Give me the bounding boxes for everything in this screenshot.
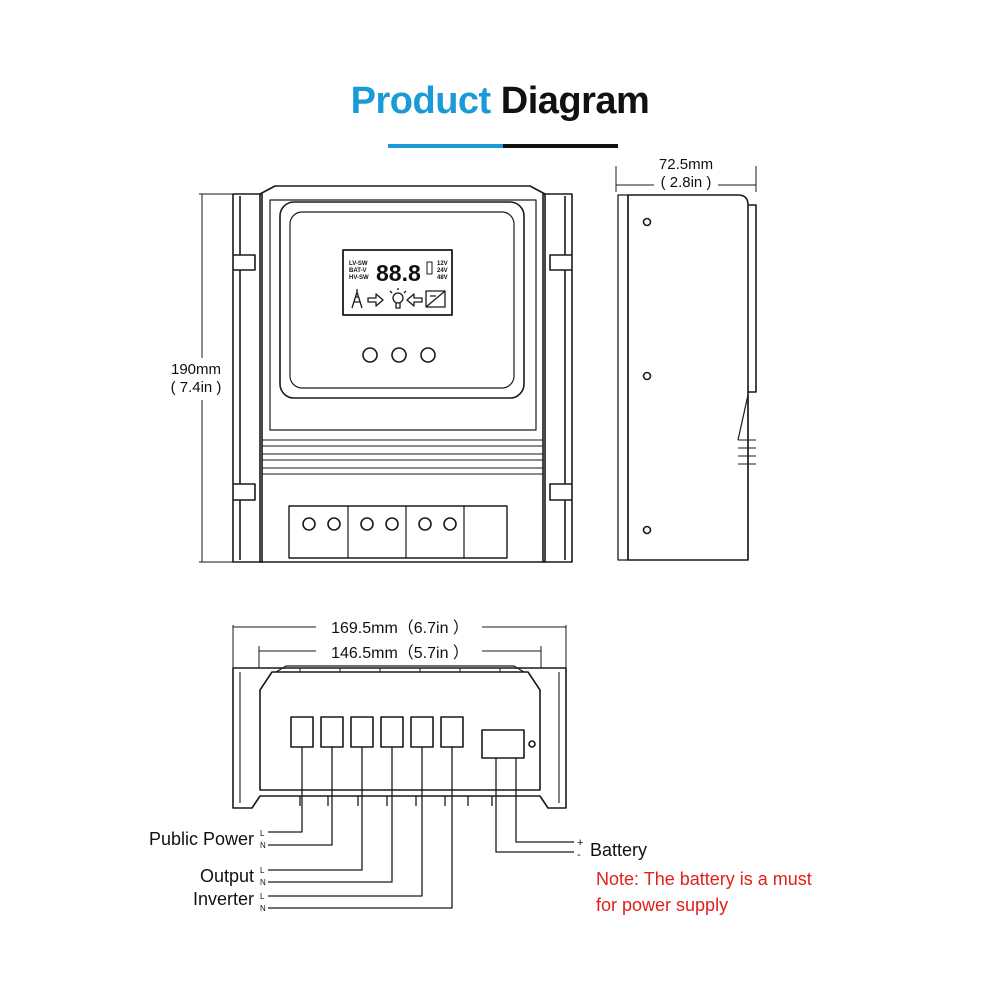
lcd-label-lv: LV-SW <box>349 261 368 267</box>
label-battery: Battery <box>590 840 647 860</box>
width-outer-label: 169.5mm（6.7in ） <box>331 619 469 637</box>
battery-note-line2: for power supply <box>596 895 729 915</box>
lcd-label-24v: 24V <box>437 268 448 274</box>
title-product: Product <box>350 80 492 122</box>
depth-in-label: ( 2.8in ) <box>661 174 712 191</box>
front-button-1 <box>362 347 378 363</box>
title-diagram: Diagram <box>500 80 650 122</box>
lcd-label-12v: 12V <box>437 261 448 267</box>
bottom-screw <box>528 740 536 748</box>
label-output-l: L <box>260 866 265 875</box>
battery-note-line1: Note: The battery is a must <box>596 869 812 889</box>
label-inverter: Inverter <box>193 889 254 909</box>
depth-mm-label: 72.5mm <box>659 156 713 173</box>
label-inverter-l: L <box>260 892 265 901</box>
label-battery-minus: - <box>577 849 581 861</box>
battery-note: Note: The battery is a must for power su… <box>596 866 812 918</box>
lcd-label-bat: BAT-V <box>349 268 367 274</box>
tower-icon <box>351 289 363 309</box>
front-button-2 <box>391 347 407 363</box>
height-in-label: ( 7.4in ) <box>171 379 222 396</box>
label-public-l: L <box>260 829 265 838</box>
lcd-digits: 88.8 <box>376 260 421 286</box>
arrow-left-icon <box>406 293 423 307</box>
lcd-label-48v: 48V <box>437 275 448 281</box>
label-output: Output <box>200 866 254 886</box>
solar-panel-icon <box>425 290 446 308</box>
bottom-view: 169.5mm（6.7in ） 146.5mm（5.7in ） <box>232 619 574 909</box>
label-battery-plus: + <box>577 837 583 849</box>
lcd-label-hv: HV-SW <box>349 275 369 281</box>
side-view: 72.5mm ( 2.8in ) <box>615 156 757 561</box>
page-title: Product Diagram <box>0 80 1000 123</box>
front-view: 190mm ( 7.4in ) LV-SW BAT-V HV-SW 88.8 1… <box>171 185 573 563</box>
label-output-n: N <box>260 878 266 887</box>
title-underline-black <box>503 144 618 148</box>
gland-inverter-l <box>410 716 434 748</box>
label-public-n: N <box>260 841 266 850</box>
title-underline-blue <box>388 144 503 148</box>
lcd-battery-icon <box>426 261 433 275</box>
gland-public-n <box>320 716 344 748</box>
bulb-icon <box>389 288 407 309</box>
label-inverter-n: N <box>260 904 266 913</box>
gland-output-l <box>350 716 374 748</box>
arrow-right-icon <box>367 293 384 307</box>
gland-inverter-n <box>440 716 464 748</box>
height-mm-label: 190mm <box>171 361 221 378</box>
gland-output-n <box>380 716 404 748</box>
label-public-power: Public Power <box>149 829 254 849</box>
front-button-3 <box>420 347 436 363</box>
gland-battery <box>481 729 525 759</box>
width-inner-label: 146.5mm（5.7in ） <box>331 644 469 662</box>
gland-public-l <box>290 716 314 748</box>
